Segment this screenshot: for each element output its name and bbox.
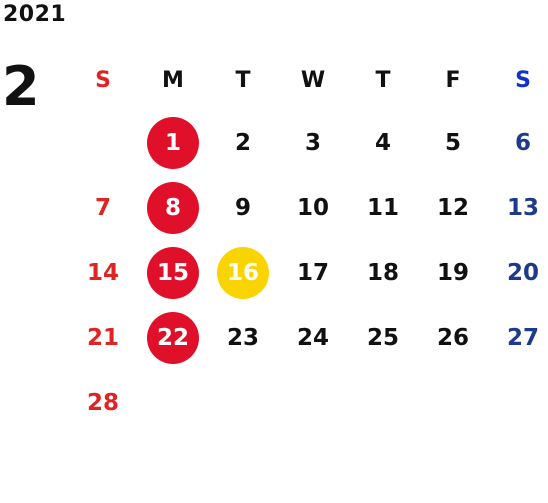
holiday-circle: 15 xyxy=(147,246,199,299)
day-cell-sunday[interactable]: 21 xyxy=(86,324,119,351)
day-cell[interactable]: 25 xyxy=(366,324,399,351)
day-cell-saturday[interactable]: 27 xyxy=(506,324,539,351)
month-number: 2 xyxy=(2,55,40,118)
day-cell[interactable]: 11 xyxy=(366,194,399,221)
holiday-circle: 22 xyxy=(147,311,199,364)
day-cell[interactable]: 26 xyxy=(436,324,469,351)
weekday-saturday: S xyxy=(515,67,531,93)
day-cell[interactable]: 8 xyxy=(138,175,208,240)
weekday-wednesday: W xyxy=(300,67,326,93)
day-cell[interactable]: 16 xyxy=(208,240,278,305)
weekday-monday: M xyxy=(162,67,184,93)
holiday-circle: 8 xyxy=(147,181,199,234)
day-cell[interactable]: 24 xyxy=(296,324,329,351)
day-cell[interactable]: 5 xyxy=(444,129,461,156)
day-cell[interactable]: 3 xyxy=(304,129,321,156)
day-cell[interactable]: 9 xyxy=(234,194,251,221)
day-cell[interactable]: 1 xyxy=(138,110,208,175)
weekday-tuesday: T xyxy=(235,67,251,93)
day-cell-saturday[interactable]: 6 xyxy=(514,129,531,156)
holiday-circle: 1 xyxy=(147,116,199,169)
day-cell-sunday[interactable]: 7 xyxy=(94,194,111,221)
highlight-circle: 16 xyxy=(217,246,269,299)
day-cell[interactable]: 12 xyxy=(436,194,469,221)
year-label: 2021 xyxy=(3,2,67,27)
day-cell-sunday[interactable]: 14 xyxy=(86,259,119,286)
day-cell-empty xyxy=(68,110,138,175)
day-cell[interactable]: 17 xyxy=(296,259,329,286)
weekday-thursday: T xyxy=(375,67,391,93)
weekday-friday: F xyxy=(445,67,461,93)
day-cell-sunday[interactable]: 28 xyxy=(86,389,119,416)
day-cell[interactable]: 19 xyxy=(436,259,469,286)
day-cell[interactable]: 23 xyxy=(226,324,259,351)
day-cell[interactable]: 2 xyxy=(234,129,251,156)
day-cell[interactable]: 4 xyxy=(374,129,391,156)
day-cell-saturday[interactable]: 20 xyxy=(506,259,539,286)
day-cell[interactable]: 15 xyxy=(138,240,208,305)
day-cell[interactable]: 18 xyxy=(366,259,399,286)
day-cell-saturday[interactable]: 13 xyxy=(506,194,539,221)
calendar-grid: S M T W T F S 1 2 3 4 5 6 7 8 9 10 11 12… xyxy=(68,50,548,500)
day-cell[interactable]: 10 xyxy=(296,194,329,221)
weekday-sunday: S xyxy=(95,67,111,93)
day-cell[interactable]: 22 xyxy=(138,305,208,370)
